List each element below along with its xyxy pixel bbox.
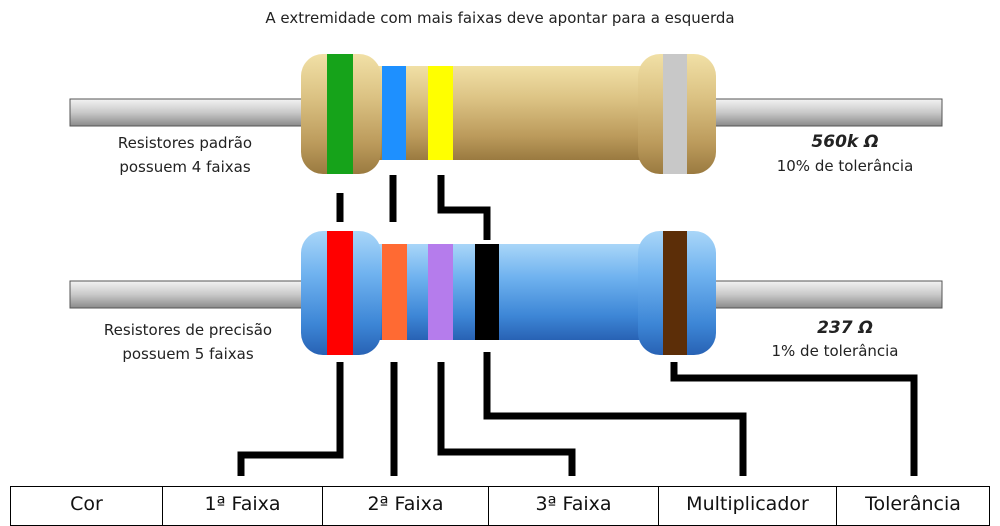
- standard-note-line1: Resistores padrão: [117, 134, 253, 152]
- table-header-tolerancia: Tolerância: [865, 493, 961, 515]
- standard-band-2: [382, 66, 406, 160]
- precision-band-5: [663, 231, 687, 355]
- precision-band-2: [382, 244, 407, 340]
- precision-left-lead: [69, 280, 303, 309]
- precision-tolerance: 1% de tolerância: [771, 342, 899, 360]
- precision-band-4: [475, 244, 499, 340]
- header-note: A extremidade com mais faixas deve apont…: [265, 9, 735, 27]
- connector-std-band3: [437, 175, 491, 240]
- standard-band-3: [428, 66, 453, 160]
- precision-band-1: [327, 231, 353, 355]
- precision-resistor: [69, 231, 943, 355]
- standard-resistor: [69, 54, 943, 174]
- standard-tolerance: 10% de tolerância: [776, 157, 914, 175]
- table-header-multiplicador: Multiplicador: [659, 487, 837, 525]
- standard-band-1: [327, 54, 353, 174]
- standard-left-lead: [69, 98, 303, 127]
- standard-band-4: [663, 54, 687, 174]
- connector-prec-band3: [437, 362, 576, 476]
- standard-body-neck: [370, 66, 645, 160]
- precision-band-3: [428, 244, 453, 340]
- table-header-faixa-1: 1ª Faixa: [163, 487, 323, 525]
- upper-connectors: [336, 175, 491, 240]
- standard-value: 560k Ω: [811, 132, 879, 152]
- standard-note-line2: possuem 4 faixas: [119, 158, 251, 176]
- connector-prec-band5: [670, 362, 918, 476]
- precision-right-lead: [711, 280, 943, 309]
- lower-connectors: [237, 352, 918, 476]
- precision-note-line1: Resistores de precisão: [103, 321, 273, 339]
- precision-body-neck: [370, 244, 645, 340]
- color-code-table-header: Cor 1ª Faixa 2ª Faixa 3ª Faixa Multiplic…: [10, 486, 990, 526]
- table-header-faixa-3: 3ª Faixa: [489, 487, 659, 525]
- table-header-faixa-2: 2ª Faixa: [323, 487, 489, 525]
- standard-right-lead: [711, 98, 943, 127]
- table-header-cor: Cor: [11, 487, 163, 525]
- connector-prec-band4: [483, 352, 747, 476]
- precision-note-line2: possuem 5 faixas: [122, 345, 254, 363]
- precision-value: 237 Ω: [817, 318, 873, 338]
- connector-prec-band1: [237, 362, 344, 476]
